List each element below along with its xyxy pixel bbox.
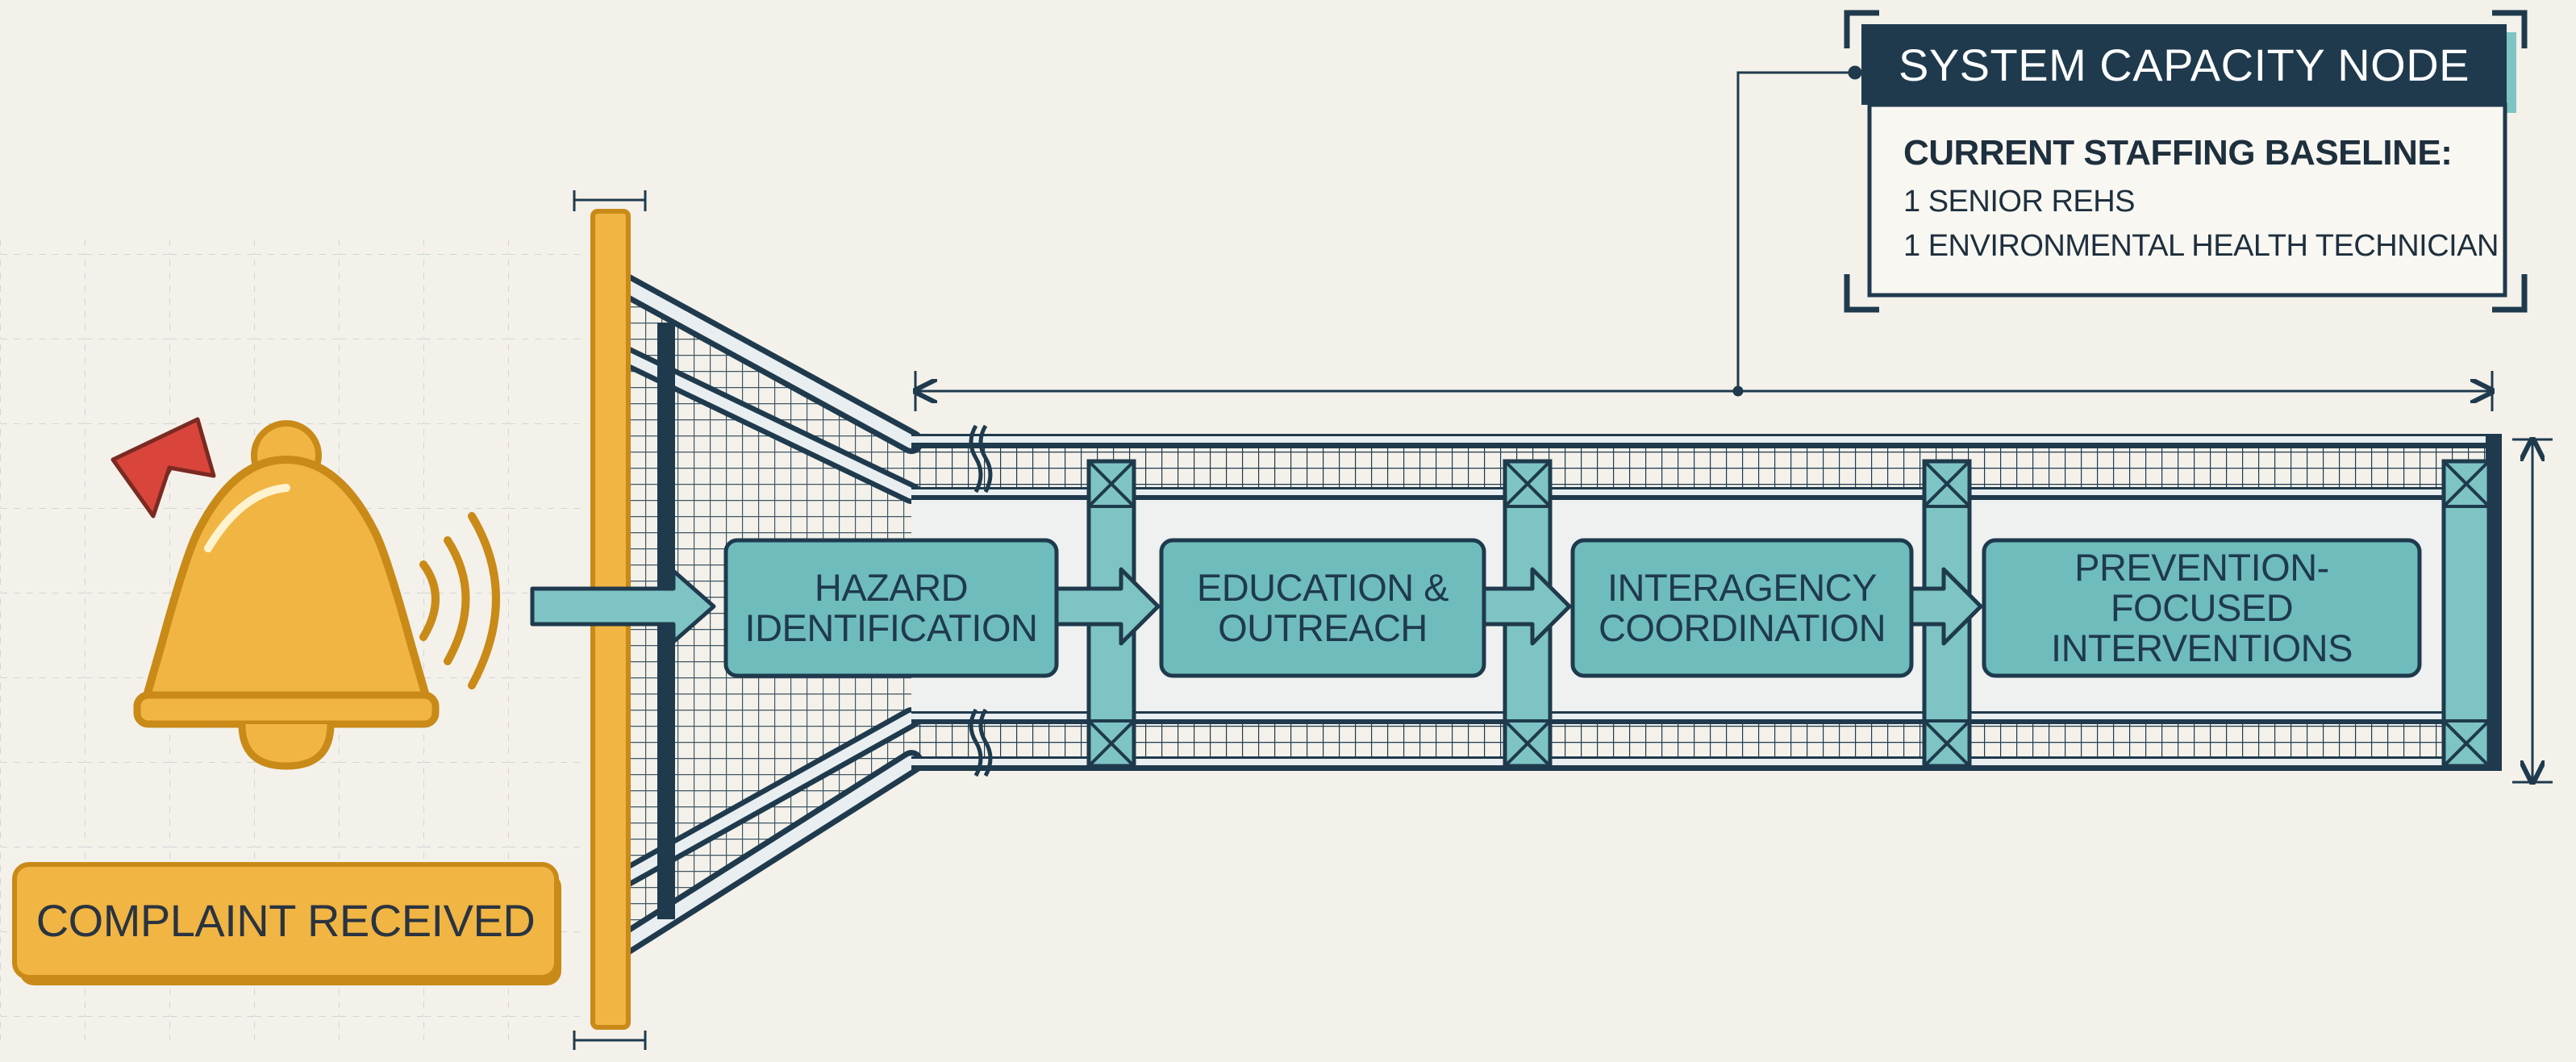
staffing-baseline-header: CURRENT STAFFING BASELINE: [1903, 133, 2453, 173]
dimension-lines [573, 65, 2553, 1050]
step-label-line: COORDINATION [1598, 606, 1886, 649]
pipe-top-mesh [911, 442, 2497, 494]
pipe-break-marks [969, 424, 993, 777]
step-label-line: INTERAGENCY [1607, 566, 1878, 610]
step-arrows [1054, 567, 1983, 646]
capacity-node-title: SYSTEM CAPACITY NODE [1898, 39, 2470, 90]
step-box-prevention-interventions [1982, 538, 2422, 678]
red-flag-icon [110, 417, 216, 519]
capacity-node-body: CURRENT STAFFING BASELINE: 1 SENIOR REHS… [1903, 133, 2500, 273]
step-label-line: HAZARD [814, 566, 969, 610]
staff-item: 1 SENIOR REHS [1903, 185, 2136, 219]
step-label-line: IDENTIFICATION [744, 606, 1038, 649]
step-label-education-outreach: EDUCATION & OUTREACH [1161, 540, 1484, 676]
pipe-rails [911, 434, 2502, 771]
step-label-line: OUTREACH [1218, 606, 1428, 649]
capacity-node [1844, 10, 2528, 313]
intake-arrow [530, 568, 716, 644]
step-label-hazard-identification: HAZARD IDENTIFICATION [726, 540, 1057, 676]
staff-item: 1 ENVIRONMENTAL HEALTH TECHNICIAN [1903, 229, 2499, 263]
step-label-interagency-coordination: INTERAGENCY COORDINATION [1573, 540, 1911, 676]
step-label-line: EDUCATION & [1196, 566, 1449, 610]
pipe-bottom-mesh [911, 718, 2497, 763]
step-label-line: PREVENTION-FOCUSED [2074, 546, 2329, 630]
step-label-prevention-interventions: PREVENTION-FOCUSED INTERVENTIONS [1984, 540, 2420, 676]
step-label-line: INTERVENTIONS [2051, 626, 2353, 669]
alarm-bell-icon [110, 417, 500, 770]
sound-waves [419, 512, 500, 689]
complaint-received-label: COMPLAINT RECEIVED [35, 895, 536, 947]
